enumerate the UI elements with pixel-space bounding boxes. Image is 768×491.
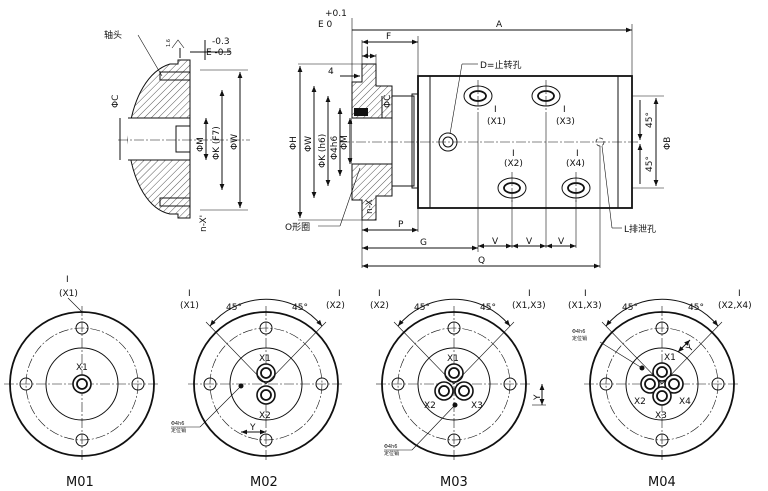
m03-x1: X1 xyxy=(447,354,459,364)
m04-pin2: 定位销 xyxy=(572,335,587,342)
m04-top-right: (X2,X4) xyxy=(718,301,752,311)
o-ring-label: O形圈 xyxy=(285,221,310,233)
m03-pin2: 定位销 xyxy=(384,450,399,457)
m01-title: M01 xyxy=(66,475,94,490)
dim-v2-label: V xyxy=(526,237,533,247)
angle-upper-label: 45° xyxy=(645,112,655,128)
dia-c-label: ΦC xyxy=(111,95,121,108)
dim-v3-label: V xyxy=(558,237,565,247)
m02-top-right: (X2) xyxy=(326,301,345,311)
m04-top-left: (X1,X3) xyxy=(568,301,602,311)
dia-w-label: ΦW xyxy=(230,134,240,150)
dim-f-label: F xyxy=(386,32,391,42)
m02-pin2: 定位销 xyxy=(171,427,186,434)
m04-x3: X3 xyxy=(655,411,667,421)
m03-i-left: I xyxy=(378,289,381,299)
m02-top-left: (X1) xyxy=(180,301,199,311)
model-m02: X1 X2 I (X1) I (X2) 45° 45° Φ4h6 定位销 Y M… xyxy=(171,289,345,490)
dim-a-label: A xyxy=(496,20,503,30)
drain-hole-label: L排泄孔 xyxy=(624,223,656,235)
model-m03: X1 X2 X3 I (X2) I (X1,X3) 45° 45° Φ4h6 定… xyxy=(370,289,546,490)
shaft-head-label: 轴头 xyxy=(104,29,122,41)
port-x3-i: I xyxy=(563,105,566,115)
m02-pin: Φ4h6 xyxy=(171,421,184,427)
dia-k-h6-label: ΦK (h6) xyxy=(318,134,328,168)
model-m04: X1 X2 X3 X4 I (X1,X3) I (X2,X4) 45° 45° … xyxy=(568,289,752,490)
m01-top-label: (X1) xyxy=(59,289,78,299)
m03-angle-left: 45° xyxy=(414,303,430,313)
dim-g-label: G xyxy=(420,238,427,248)
tol-upper-label: -0.3 xyxy=(212,37,230,47)
finish-label: 1.6 xyxy=(166,39,172,47)
m03-top-right: (X1,X3) xyxy=(512,301,546,311)
model-m01: X1 I (X1) M01 xyxy=(4,275,160,490)
m03-x3: X3 xyxy=(471,401,483,411)
m03-pin: Φ4h6 xyxy=(384,444,397,450)
m02-angle-left: 45° xyxy=(226,303,242,313)
side-view: ΦB 45° 45° +0.1 E 0 A F J 4 D=止转孔 ΦH ΦW … xyxy=(285,9,673,269)
m02-i-left: I xyxy=(188,289,191,299)
dia-b-label: ΦB xyxy=(663,137,673,150)
dia-m-label: ΦM xyxy=(196,137,206,152)
dim-q-label: Q xyxy=(478,256,485,266)
m02-y: Y xyxy=(249,423,256,433)
port-x4-i: I xyxy=(576,149,579,159)
m04-y: Y xyxy=(684,343,696,355)
m02-x2: X2 xyxy=(259,411,271,421)
port-x3-label: (X3) xyxy=(556,117,575,127)
shaft-head-section: 轴头 1.6 -0.3 E -0.5 ΦC ΦM ΦK (F7) ΦW n-X' xyxy=(104,29,250,232)
m02-x1: X1 xyxy=(259,354,271,364)
nx-label: n-X' xyxy=(199,215,209,232)
m04-i-left: I xyxy=(584,289,587,299)
port-x4-label: (X4) xyxy=(566,159,585,169)
dia-h-label: ΦH xyxy=(289,136,299,150)
e-zero-label: E 0 xyxy=(318,20,333,30)
m01-i: I xyxy=(66,275,69,285)
m04-x1: X1 xyxy=(664,353,676,363)
m02-title: M02 xyxy=(250,475,278,490)
dim-p-label: P xyxy=(398,220,404,230)
port-x2-label: (X2) xyxy=(504,159,523,169)
m03-x2: X2 xyxy=(424,401,436,411)
m03-title: M03 xyxy=(440,475,468,490)
dia-4h6-label: Φ4h6 xyxy=(330,135,340,160)
stop-hole-label: D=止转孔 xyxy=(480,59,521,71)
m02-i-right: I xyxy=(338,289,341,299)
dim-4-label: 4 xyxy=(328,67,334,77)
m03-i-right: I xyxy=(528,289,531,299)
angle-lower-label: 45° xyxy=(645,156,655,172)
m03-top-left: (X2) xyxy=(370,301,389,311)
m04-i-right: I xyxy=(738,289,741,299)
m04-title: M04 xyxy=(648,475,676,490)
m04-pin: Φ4h6 xyxy=(572,329,585,335)
m04-angle-left: 45° xyxy=(622,303,638,313)
dia-k-label: ΦK (F7) xyxy=(212,126,222,160)
m03-angle-right: 45° xyxy=(480,303,496,313)
tol-lower-label: E -0.5 xyxy=(206,48,232,58)
port-x2-i: I xyxy=(512,149,515,159)
dim-v1-label: V xyxy=(492,237,499,247)
m04-angle-right: 45° xyxy=(688,303,704,313)
port-x1-label: (X1) xyxy=(487,117,506,127)
m03-y: Y xyxy=(533,394,543,401)
m02-angle-right: 45° xyxy=(292,303,308,313)
tol-top-label: +0.1 xyxy=(325,9,347,19)
m04-x4: X4 xyxy=(679,397,691,407)
m01-x1: X1 xyxy=(76,363,88,373)
port-x1-i: I xyxy=(494,105,497,115)
dia-c-side-label: ΦC xyxy=(383,95,393,108)
nx-side-label: n-X xyxy=(365,199,375,214)
dia-w-side-label: ΦW xyxy=(304,136,314,152)
dia-m-side-label: ΦM xyxy=(340,135,350,150)
m04-x2: X2 xyxy=(634,397,646,407)
dim-j-label: J xyxy=(365,46,369,56)
